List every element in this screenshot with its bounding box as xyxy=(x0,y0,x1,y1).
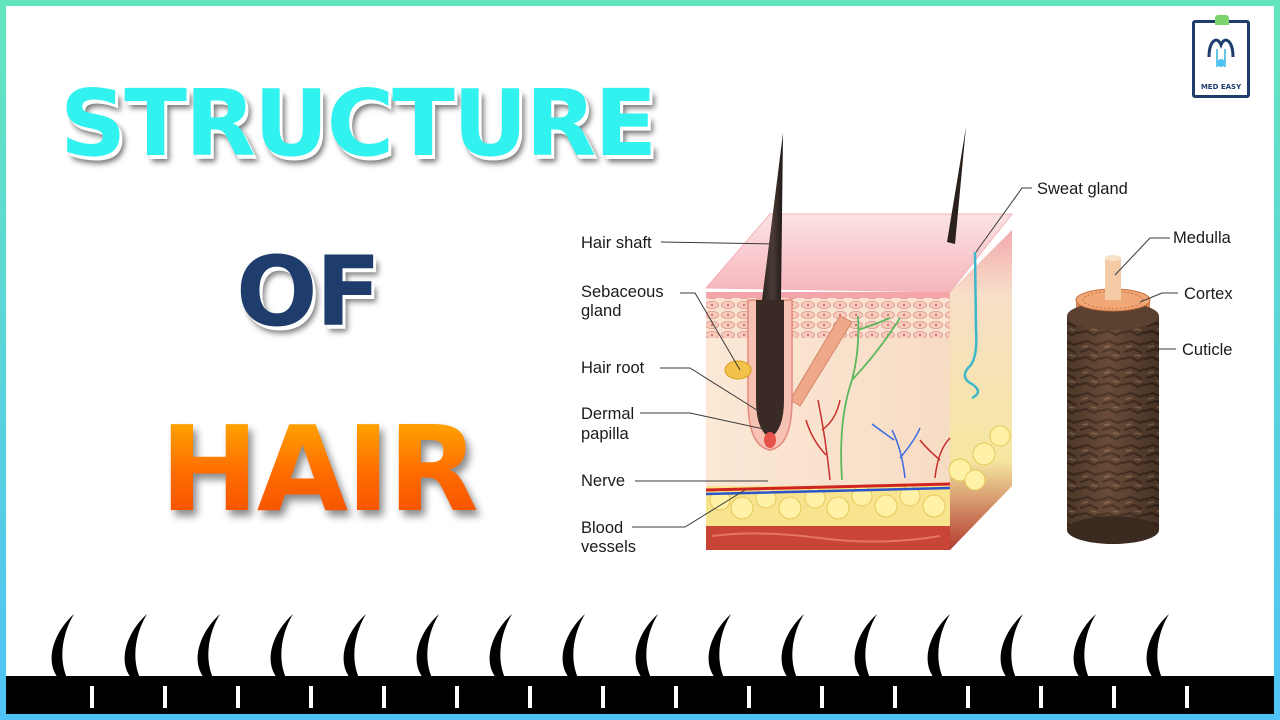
title-of: OF xyxy=(236,236,381,348)
label-blood-line1: Blood xyxy=(581,519,623,537)
label-medulla: Medulla xyxy=(1173,229,1232,247)
label-cuticle: Cuticle xyxy=(1182,341,1232,359)
second-hair xyxy=(947,127,966,244)
epidermis-cells xyxy=(706,298,950,338)
label-dermal-line2: papilla xyxy=(581,425,630,443)
med-easy-logo: MED EASY xyxy=(1192,15,1250,98)
hair-shaft xyxy=(762,133,783,300)
logo-text: MED EASY xyxy=(1200,83,1242,91)
sweat-gland-duct xyxy=(963,251,980,400)
sebaceous-gland xyxy=(724,360,752,380)
label-hair-shaft: Hair shaft xyxy=(581,234,652,252)
label-sebaceous-line1: Sebaceous xyxy=(581,283,664,301)
nerve-fiber xyxy=(840,315,901,481)
title-structure: STRUCTURE xyxy=(60,70,657,177)
label-hair-root: Hair root xyxy=(581,359,645,377)
title-hair: HAIR xyxy=(160,400,479,538)
clipboard-clip xyxy=(1215,15,1229,25)
skin-top-face xyxy=(704,213,1014,293)
dermal-papilla xyxy=(764,432,776,448)
label-sebaceous-line2: gland xyxy=(581,302,621,320)
clipboard-stethoscope-icon xyxy=(1207,38,1235,67)
arrector-muscle xyxy=(789,315,853,407)
label-nerve: Nerve xyxy=(581,472,625,490)
label-blood-line2: vessels xyxy=(581,538,636,556)
label-cortex: Cortex xyxy=(1184,285,1233,303)
medulla-core xyxy=(1105,258,1121,300)
label-sweat-gland: Sweat gland xyxy=(1037,180,1128,198)
hair-root xyxy=(756,300,784,438)
label-dermal-line1: Dermal xyxy=(581,405,634,423)
